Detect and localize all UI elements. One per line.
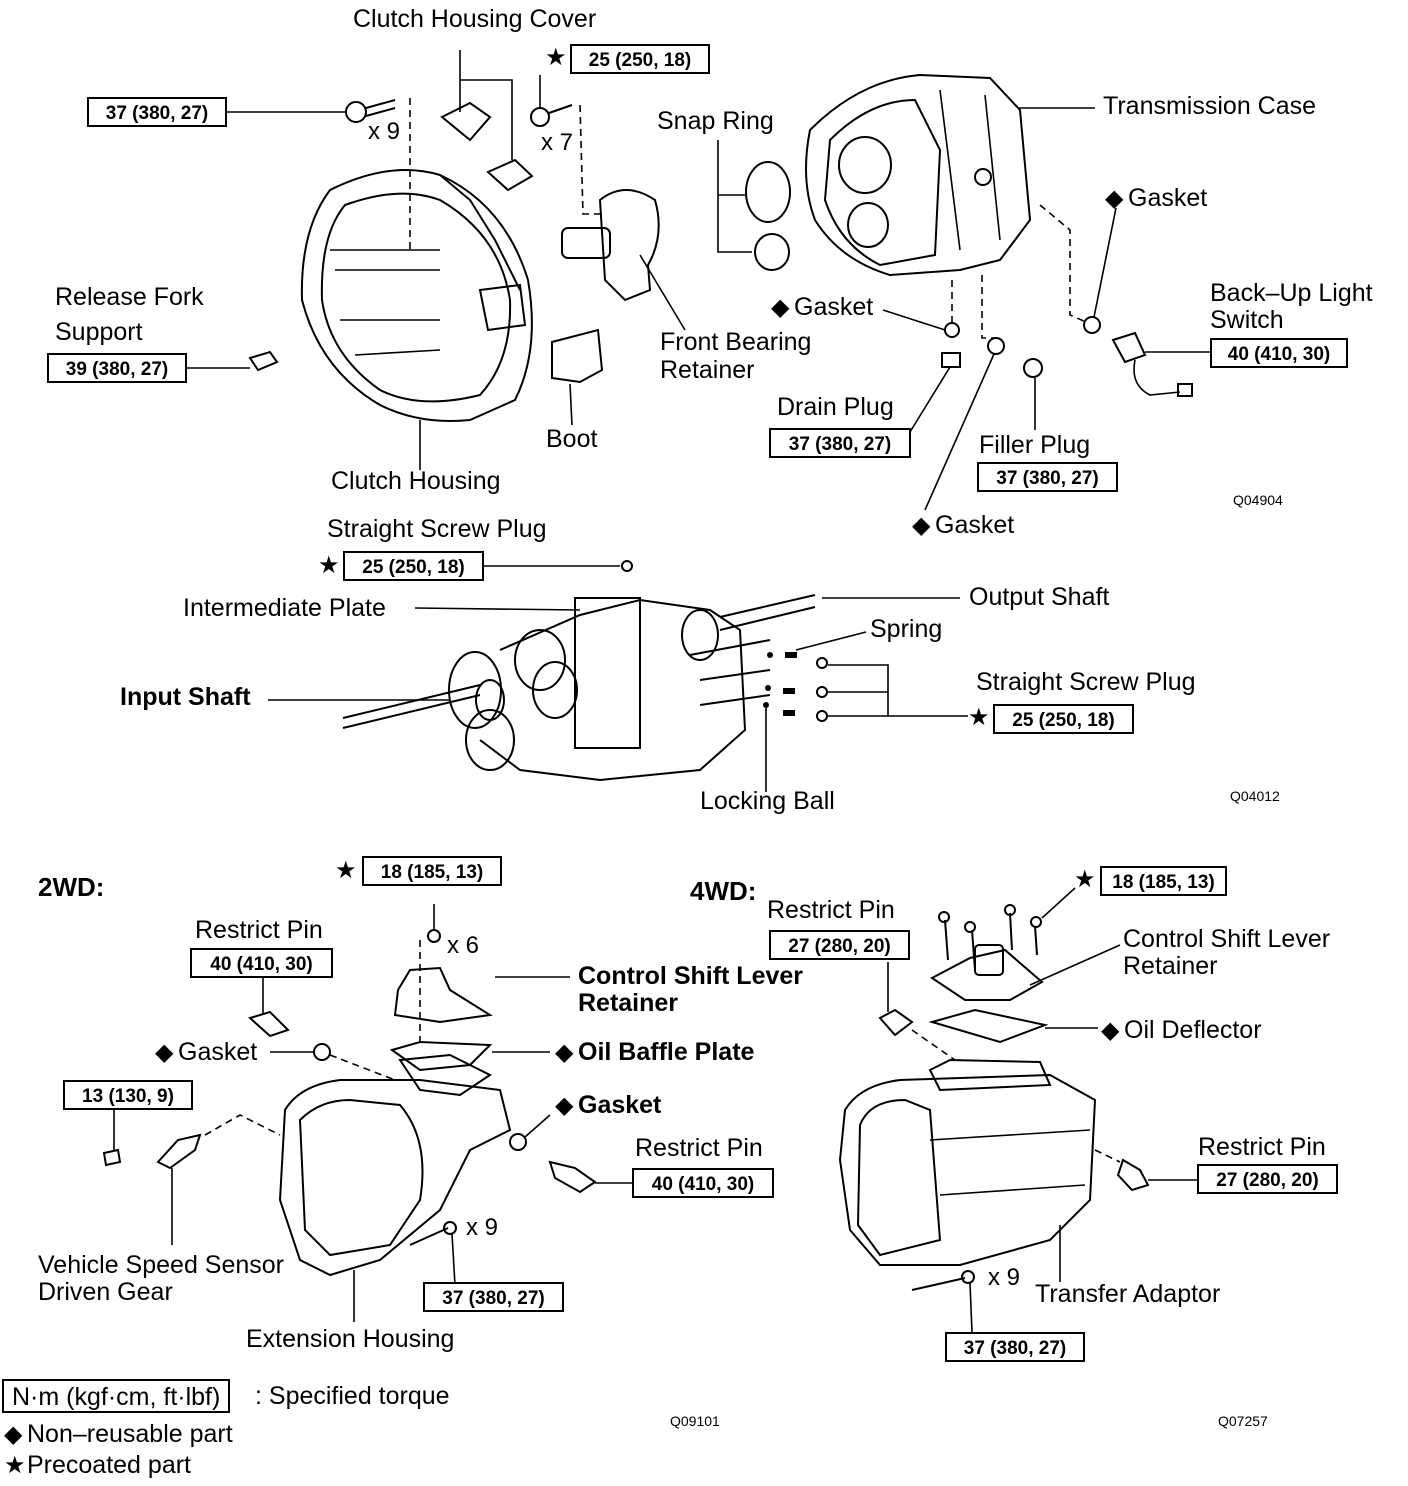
nonreuse-diamond: ◆ [555,1039,574,1066]
gear-train-drawing [342,594,816,782]
label-transmission-case: Transmission Case [1103,92,1317,120]
label-straight-screw-plug: Straight Screw Plug [327,515,547,543]
label-intermediate-plate: Intermediate Plate [183,594,386,622]
label-snap-ring: Snap Ring [657,107,774,135]
label-front-bearing-retainer: Front Bearing [660,328,812,356]
torque-box: 25 (250, 18) [993,704,1134,734]
heading-4wd: 4WD: [690,876,757,906]
torque-box: 40 (410, 30) [632,1168,774,1198]
label-oil-deflector: Oil Deflector [1124,1016,1262,1044]
label-spring: Spring [870,615,943,643]
extension-housing-2wd-drawing [278,1053,512,1277]
label-control-shift-lever-retainer: Control Shift Lever [578,962,804,990]
heading-2wd: 2WD: [38,872,105,902]
label-drain-plug: Drain Plug [777,393,894,421]
label-gasket: Gasket [935,511,1015,539]
label-gasket: Gasket [178,1038,258,1066]
locking-balls-drawing [763,652,828,722]
nonreuse-diamond: ◆ [771,294,790,321]
figure-code: Q04012 [1230,788,1280,804]
transfer-adaptor-4wd-drawing [838,1058,1097,1266]
nonreuse-diamond: ◆ [555,1092,574,1119]
label-gasket: Gasket [1128,184,1208,212]
torque-box: 37 (380, 27) [87,97,227,127]
torque-box: 27 (280, 20) [1197,1164,1338,1194]
torque-box: 18 (185, 13) [362,856,502,886]
label-output-shaft: Output Shaft [969,583,1110,611]
qty-x9: x 9 [368,118,401,145]
label-release-fork-support: Release Fork [55,283,204,311]
precoat-star: ★ [1074,866,1096,893]
label-clutch-housing-cover: Clutch Housing Cover [353,5,597,33]
nonreuse-diamond: ◆ [155,1039,174,1066]
legend-precoat: Precoated part [27,1451,191,1479]
label-control-shift-lever-retainer-2: Retainer [1123,952,1218,980]
precoat-star: ★ [4,1452,26,1479]
transmission-case-drawing [805,73,1032,277]
label-transfer-adaptor: Transfer Adaptor [1035,1280,1221,1308]
label-input-shaft: Input Shaft [120,683,251,711]
front-bearing-retainer-drawing [561,189,660,302]
precoat-star: ★ [545,44,567,71]
label-gasket: Gasket [578,1091,662,1119]
clutch-housing-drawing [300,169,533,422]
nonreuse-diamond: ◆ [1105,185,1124,212]
qty-x9: x 9 [988,1264,1021,1291]
torque-box: 39 (380, 27) [47,353,187,383]
clutch-bolt-drawing [345,99,396,123]
label-restrict-pin: Restrict Pin [195,916,323,944]
label-release-fork-support-2: Support [55,318,143,346]
label-locking-ball: Locking Ball [700,787,835,815]
torque-box: 25 (250, 18) [343,551,484,581]
legend-nonreuse: Non–reusable part [27,1420,233,1448]
label-back-up-light-switch-2: Switch [1210,306,1284,334]
label-control-shift-lever-retainer: Control Shift Lever [1123,925,1331,953]
torque-box: 37 (380, 27) [769,428,911,458]
label-oil-baffle-plate: Oil Baffle Plate [578,1038,755,1066]
figure-code: Q04904 [1233,492,1283,508]
label-boot: Boot [546,425,598,453]
torque-box: 27 (280, 20) [769,930,910,960]
label-filler-plug: Filler Plug [979,431,1091,459]
label-gasket: Gasket [794,293,874,321]
torque-box: 18 (185, 13) [1100,866,1227,896]
figure-code: Q07257 [1218,1413,1268,1429]
label-restrict-pin: Restrict Pin [635,1134,763,1162]
nonreuse-diamond: ◆ [1101,1017,1120,1044]
precoat-star: ★ [335,857,357,884]
torque-box: 40 (410, 30) [1210,338,1348,368]
torque-box: 25 (250, 18) [570,44,710,74]
precoat-star: ★ [318,552,340,579]
label-control-shift-lever-retainer-2: Retainer [578,989,679,1017]
torque-box: 37 (380, 27) [423,1282,564,1312]
label-straight-screw-plug: Straight Screw Plug [976,668,1196,696]
legend-torque-desc: : Specified torque [255,1382,450,1410]
qty-x7: x 7 [541,129,574,156]
qty-x9: x 9 [466,1214,499,1241]
label-back-up-light-switch: Back–Up Light [1210,279,1373,307]
label-front-bearing-retainer-2: Retainer [660,356,755,384]
nonreuse-diamond: ◆ [912,512,931,539]
figure-code: Q09101 [670,1413,720,1429]
legend-torque-unit-box: N·m (kgf·cm, ft·lbf) [2,1379,231,1413]
label-vehicle-speed-sensor: Vehicle Speed Sensor [38,1251,285,1279]
torque-box: 13 (130, 9) [63,1080,193,1110]
label-restrict-pin: Restrict Pin [767,896,895,924]
qty-x6: x 6 [447,932,480,959]
label-clutch-housing: Clutch Housing [331,467,501,495]
retainer-bolts-4wd [938,904,1042,971]
nonreuse-diamond: ◆ [4,1421,23,1448]
precoat-star: ★ [968,704,990,731]
torque-box: 40 (410, 30) [190,948,333,978]
label-restrict-pin: Restrict Pin [1198,1133,1326,1161]
torque-box: 37 (380, 27) [945,1332,1085,1362]
torque-box: 37 (380, 27) [977,462,1118,492]
label-vehicle-speed-sensor-2: Driven Gear [38,1278,173,1306]
label-extension-housing: Extension Housing [246,1325,455,1353]
